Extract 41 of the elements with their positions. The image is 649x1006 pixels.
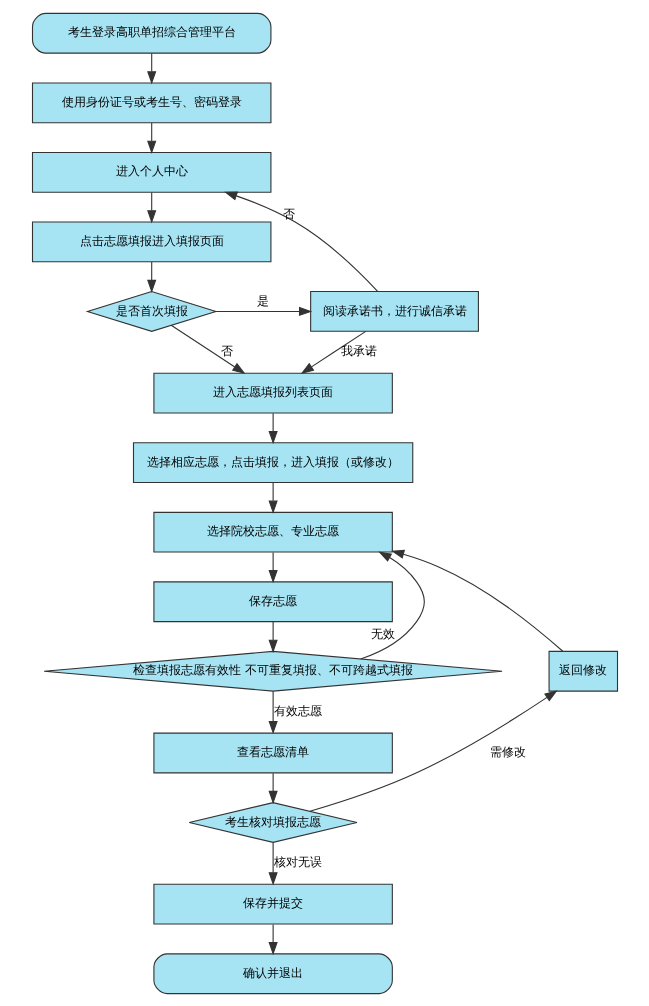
edge-label: 否 [282,206,295,221]
node-diamond: 检查填报志愿有效性 不可重复填报、不可跨越式填报 [43,650,503,692]
edge-label: 我承诺 [340,343,377,358]
arrow [300,330,366,374]
arrow [215,306,312,316]
arrow [308,689,558,812]
arrow [146,261,156,293]
arrow [359,550,425,659]
arrow [146,122,156,154]
node-box: 考生登录高职单招综合管理平台 [31,12,271,54]
node-box: 返回修改 [548,650,618,692]
node-box: 进入个人中心 [31,151,271,193]
arrow [390,549,563,652]
node-box: 阅读承诺书，进行诚信承诺 [309,290,479,332]
edge-label: 无效 [370,626,395,641]
node-box: 确认并退出 [152,952,393,994]
node-box: 选择院校志愿、专业志愿 [152,511,393,553]
edge-label: 是 [256,293,269,308]
node-box: 保存并提交 [152,883,393,925]
edge-label: 核对无误 [274,854,323,869]
arrow [268,772,278,804]
arrow [223,191,378,292]
node-box: 查看志愿清单 [152,732,393,773]
arrow [268,551,278,583]
node-box: 保存志愿 [152,580,393,622]
edge-label: 有效志愿 [274,703,323,718]
arrow [268,412,278,444]
arrow [268,841,278,885]
arrow [268,690,278,734]
node-box: 选择相应志愿，点击填报，进入填报（或修改） [132,441,413,483]
edge-label: 需修改 [489,744,526,759]
node-box: 使用身份证号或考生号、密码登录 [31,81,271,123]
edge-label: 否 [220,343,233,358]
arrow [268,481,278,514]
arrow [268,620,278,653]
node-box: 进入志愿填报列表页面 [152,372,393,414]
arrow [268,923,278,955]
arrow [170,324,246,374]
node-diamond: 考生核对填报志愿 [188,801,358,843]
node-diamond: 是否首次填报 [85,290,218,332]
node-box: 点击志愿填报进入填报页面 [31,221,271,262]
